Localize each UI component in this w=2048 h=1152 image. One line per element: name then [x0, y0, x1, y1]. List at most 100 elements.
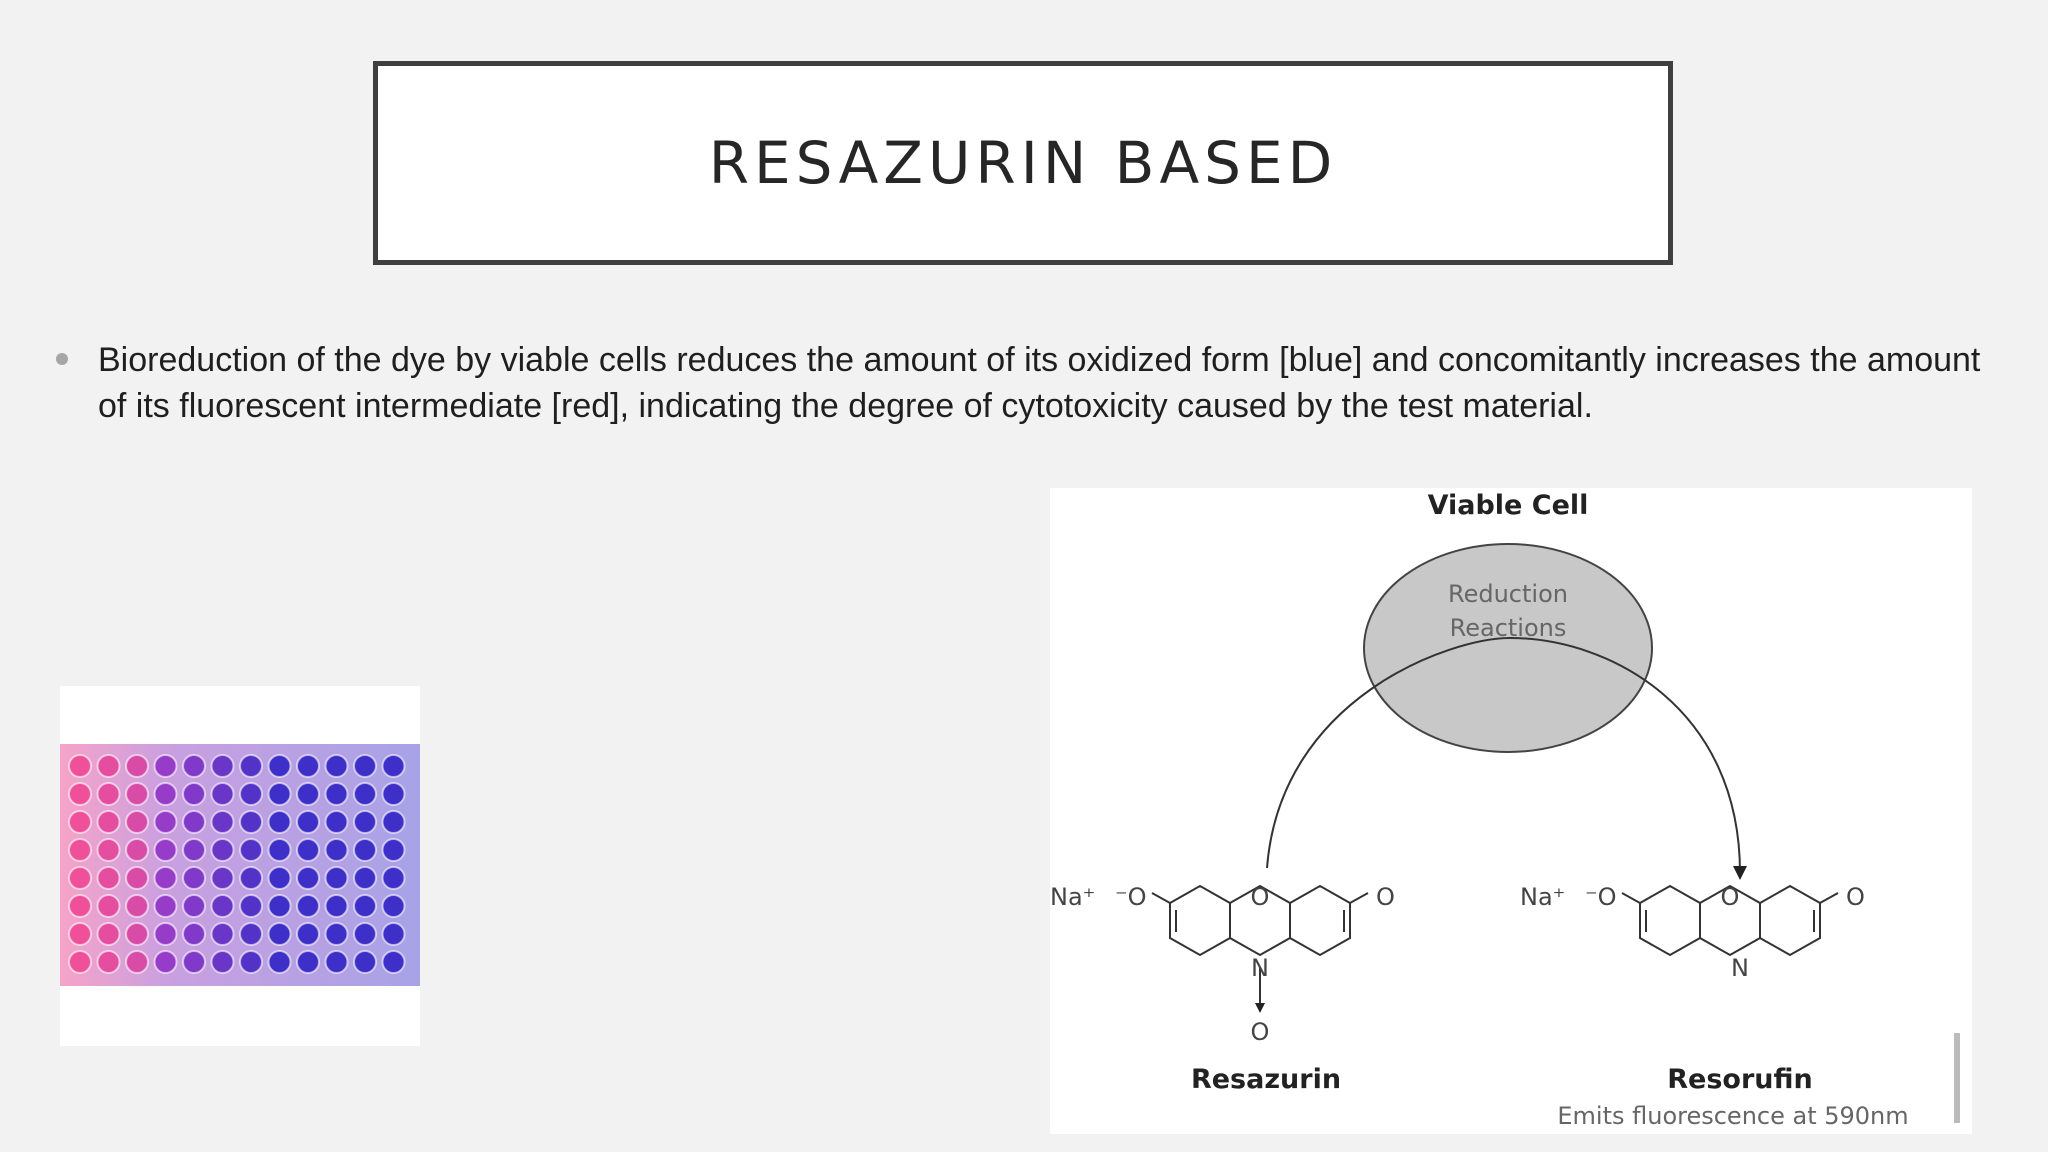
well-plate-image: [60, 686, 420, 1046]
plate-well: [267, 950, 292, 974]
plate-well: [267, 810, 292, 834]
plate-well: [153, 950, 178, 974]
plate-well: [381, 922, 406, 946]
plate-well: [353, 810, 377, 834]
right-nitrogen: N: [1731, 954, 1749, 982]
plate-well: [153, 866, 178, 890]
plate-well: [381, 894, 406, 918]
plate-well: [239, 754, 263, 778]
bullet-text: Bioreduction of the dye by viable cells …: [98, 341, 1981, 425]
plate-well: [68, 922, 92, 946]
n-oxide-oxygen: O: [1251, 1018, 1270, 1046]
plate-well: [210, 754, 235, 778]
plate-well: [239, 838, 263, 862]
plate-well: [182, 838, 206, 862]
plate-well: [353, 838, 377, 862]
plate-well: [96, 782, 121, 806]
plate-well: [296, 922, 320, 946]
plate-well: [267, 754, 292, 778]
right-carbonyl-oxygen: O: [1846, 883, 1865, 911]
plate-well: [324, 894, 349, 918]
plate-well: [239, 950, 263, 974]
plate-well: [182, 922, 206, 946]
plate-well: [210, 950, 235, 974]
plate-well: [153, 894, 178, 918]
plate-well: [68, 838, 92, 862]
resazurin-structure: [1151, 884, 1369, 1008]
plate-well: [96, 894, 121, 918]
plate-body: [60, 744, 420, 986]
image-credit-mark: [1954, 1033, 1960, 1123]
bullet-dot-icon: [56, 353, 68, 365]
plate-well: [182, 866, 206, 890]
left-o-minus-label: ⁻O: [1115, 883, 1147, 911]
plate-well: [68, 782, 92, 806]
plate-well: [210, 838, 235, 862]
plate-well: [68, 866, 92, 890]
plate-well: [210, 894, 235, 918]
plate-well: [153, 782, 178, 806]
plate-well: [96, 922, 121, 946]
resorufin-structure: [1621, 884, 1839, 957]
plate-well: [324, 838, 349, 862]
plate-well: [267, 866, 292, 890]
plate-well: [324, 866, 349, 890]
plate-well: [96, 950, 121, 974]
plate-well: [182, 950, 206, 974]
plate-well: [125, 866, 149, 890]
plate-well: [353, 866, 377, 890]
resazurin-label: Resazurin: [1191, 1064, 1341, 1095]
slide-title-box: RESAZURIN BASED: [373, 61, 1673, 265]
bullet-item: Bioreduction of the dye by viable cells …: [56, 337, 1986, 429]
reaction-arc: [1266, 636, 1741, 874]
plate-well: [381, 838, 406, 862]
plate-well: [296, 894, 320, 918]
plate-well: [68, 894, 92, 918]
reaction-diagram-graphic: Viable Cell Reduction Reactions Na⁺ ⁻O O…: [1050, 490, 1960, 1130]
plate-well: [153, 810, 178, 834]
plate-well: [324, 950, 349, 974]
right-o-minus-label: ⁻O: [1585, 883, 1617, 911]
left-sodium-label: Na⁺: [1050, 883, 1095, 911]
plate-well: [381, 754, 406, 778]
plate-well: [381, 950, 406, 974]
viable-cell-label: Viable Cell: [1428, 490, 1589, 521]
well-plate-graphic: [60, 744, 420, 986]
plate-well: [96, 866, 121, 890]
plate-well: [239, 894, 263, 918]
plate-well: [267, 894, 292, 918]
right-ring-oxygen: O: [1721, 883, 1740, 911]
plate-well: [210, 866, 235, 890]
plate-well: [296, 866, 320, 890]
plate-well: [381, 782, 406, 806]
plate-well: [125, 894, 149, 918]
arrow-head-icon: [1733, 866, 1747, 880]
emission-note: Emits fluorescence at 590nm: [1557, 1102, 1908, 1130]
plate-well: [353, 950, 377, 974]
left-ring-oxygen: O: [1251, 883, 1270, 911]
plate-well: [296, 782, 320, 806]
plate-well: [68, 950, 92, 974]
plate-well: [296, 810, 320, 834]
left-carbonyl-oxygen: O: [1376, 883, 1395, 911]
plate-well: [210, 810, 235, 834]
plate-well: [125, 810, 149, 834]
plate-well: [239, 866, 263, 890]
n-oxide-arrow-icon: [1255, 1003, 1265, 1013]
plate-well: [239, 782, 263, 806]
plate-well: [239, 922, 263, 946]
plate-well: [239, 810, 263, 834]
plate-well: [381, 866, 406, 890]
left-nitrogen: N: [1251, 954, 1269, 982]
plate-well: [125, 782, 149, 806]
right-sodium-label: Na⁺: [1520, 883, 1565, 911]
viable-cell-ellipse: [1363, 543, 1653, 753]
plate-well: [125, 838, 149, 862]
plate-well: [324, 922, 349, 946]
plate-well: [324, 810, 349, 834]
plate-well: [324, 754, 349, 778]
plate-well: [353, 894, 377, 918]
plate-well: [153, 922, 178, 946]
plate-well: [125, 754, 149, 778]
plate-well: [267, 782, 292, 806]
